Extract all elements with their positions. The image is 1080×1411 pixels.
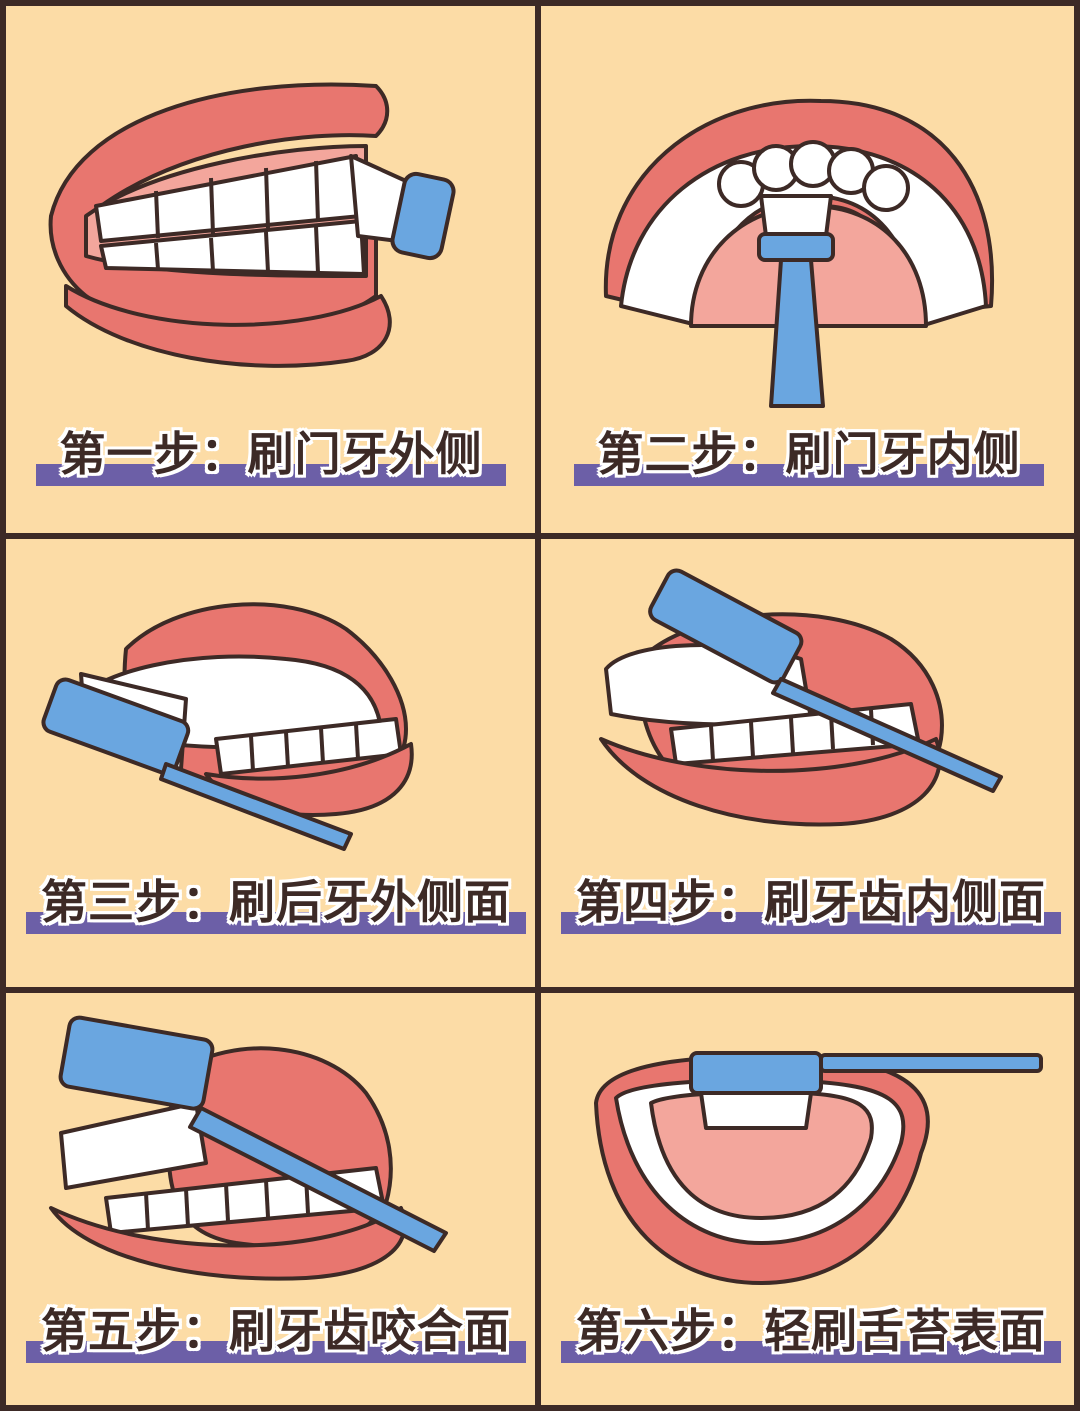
back-teeth-outer-illustration [41,602,414,851]
tongue-surface-illustration [594,1051,1043,1285]
caption-text: 第二步：刷门牙内侧 [597,427,1021,481]
step-caption: 第五步：刷牙齿咬合面 [26,1303,526,1363]
step-caption: 第二步：刷门牙内侧 [574,426,1044,486]
caption-text: 第三步：刷后牙外侧面 [41,875,511,929]
caption-text: 第一步：刷门牙外侧 [59,427,483,481]
step-caption: 第三步：刷后牙外侧面 [26,874,526,934]
teeth-inner-surface-illustration [599,568,1003,827]
step-caption: 第六步：轻刷舌苔表面 [561,1303,1061,1363]
caption-bar [561,912,1061,934]
panel-step-1: 第一步：刷门牙外侧 [6,6,535,533]
caption-bar [26,912,526,934]
front-teeth-inner-illustration [603,98,994,408]
panel-step-5: 第五步：刷牙齿咬合面 [6,993,535,1405]
caption-text: 第五步：刷牙齿咬合面 [41,1304,511,1358]
panel-step-2: 第二步：刷门牙内侧 [541,6,1074,533]
caption-bar [561,1341,1061,1363]
panel-step-3: 第三步：刷后牙外侧面 [6,539,535,987]
caption-bar [26,1341,526,1363]
panel-step-6: 第六步：轻刷舌苔表面 [541,993,1074,1405]
caption-bar [36,464,506,486]
step-caption: 第一步：刷门牙外侧 [36,426,506,486]
caption-text: 第四步：刷牙齿内侧面 [576,875,1046,929]
panel-step-4: 第四步：刷牙齿内侧面 [541,539,1074,987]
chewing-surface-illustration [49,1015,448,1281]
front-teeth-outer-illustration [48,82,456,368]
step-caption: 第四步：刷牙齿内侧面 [561,874,1061,934]
caption-bar [574,464,1044,486]
caption-text: 第六步：轻刷舌苔表面 [576,1304,1046,1358]
